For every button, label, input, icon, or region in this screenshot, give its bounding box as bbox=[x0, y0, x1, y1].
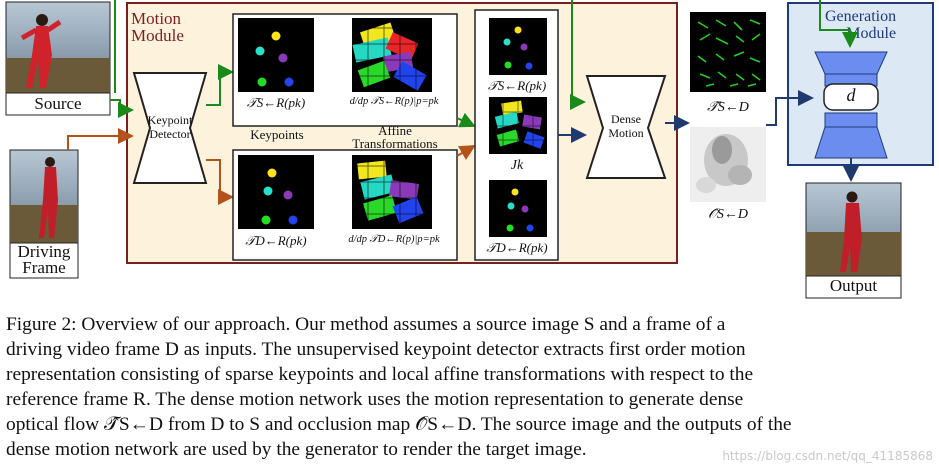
t-s-r-label: 𝒯S←R(pk) bbox=[246, 95, 306, 110]
keypoints-image-driving bbox=[238, 155, 314, 229]
arrow-source-to-generator bbox=[819, 0, 858, 48]
source-label-box bbox=[5, 92, 111, 116]
occlusion-label: 𝒪̂S←D bbox=[708, 207, 748, 222]
driving-label-box bbox=[9, 242, 79, 279]
output-label: Output bbox=[829, 276, 878, 295]
jk-label: Jk bbox=[510, 158, 524, 173]
deriv-d-label: d/dp 𝒯D←R(p)|p=pk bbox=[348, 234, 440, 245]
keypoints-mini-driving bbox=[489, 180, 547, 237]
deriv-s-label: d/dp 𝒯S←R(p)|p=pk bbox=[349, 96, 439, 107]
caption-line-5: optical flow 𝒯̂S←D from D to S and occlu… bbox=[6, 414, 792, 435]
arrow-outputs-to-generator bbox=[766, 90, 814, 126]
occlusion-image bbox=[690, 127, 766, 202]
t-s-r-right-label: 𝒯S←R(pk) bbox=[487, 78, 547, 93]
jacobian-image bbox=[489, 97, 547, 154]
d-label: d bbox=[846, 85, 856, 105]
deformation-block bbox=[823, 83, 879, 111]
caption-line-1: Figure 2: Overview of our approach. Our … bbox=[6, 314, 726, 335]
caption-line-2: driving video frame D as inputs. The uns… bbox=[6, 339, 746, 360]
t-d-r-right-label: 𝒯D←R(pk) bbox=[486, 240, 548, 255]
arrow-driving-to-detector bbox=[67, 128, 134, 150]
arrow-detector-to-lower bbox=[206, 159, 234, 205]
decoder-neck bbox=[824, 112, 878, 128]
arrow-source-to-dense-motion bbox=[570, 0, 586, 110]
keypoints-image-source bbox=[238, 18, 314, 92]
source-label: Source bbox=[34, 94, 82, 113]
keypoints-label: Keypoints bbox=[250, 127, 304, 142]
diagram-canvas bbox=[5, 0, 902, 299]
affine-image-source bbox=[352, 18, 432, 92]
caption-line-4: reference frame R. The dense motion netw… bbox=[6, 389, 744, 410]
flow-image bbox=[690, 12, 766, 92]
affine-label: Affine Transformations bbox=[352, 123, 438, 151]
encoder-shape bbox=[814, 51, 888, 75]
dense-motion-label: Dense Motion bbox=[608, 112, 644, 140]
dense-motion-shape bbox=[585, 75, 667, 179]
keypoint-detector-label: Keypoint Detector bbox=[147, 113, 193, 141]
source-image bbox=[5, 1, 111, 94]
generation-module-title: Generation Module bbox=[825, 8, 897, 42]
caption-line-6: dense motion network are used by the gen… bbox=[6, 439, 587, 460]
driving-image bbox=[9, 149, 79, 244]
arrow-lower-to-jk bbox=[456, 144, 476, 160]
arrow-detector-to-upper bbox=[206, 64, 234, 106]
driving-label: Driving Frame bbox=[17, 242, 71, 277]
caption-line-3: representation consisting of sparse keyp… bbox=[6, 364, 754, 385]
arrow-upper-to-jk bbox=[456, 112, 476, 128]
flow-label: 𝒯̂S←D bbox=[707, 100, 749, 115]
output-label-box bbox=[805, 275, 902, 299]
keypoint-detector-shape bbox=[132, 72, 208, 184]
figure-caption: Figure 2: Overview of our approach. Our … bbox=[6, 312, 934, 462]
motion-module-title: Motion Module bbox=[131, 9, 184, 45]
t-d-r-label: 𝒯D←R(pk) bbox=[245, 233, 307, 248]
watermark: https://blog.csdn.net/qq_41185868 bbox=[722, 449, 933, 463]
keypoints-mini-source bbox=[489, 18, 547, 75]
decoder-shape bbox=[814, 126, 888, 159]
arrow-source-to-detector bbox=[110, 99, 134, 118]
affine-image-driving bbox=[352, 155, 432, 229]
output-image bbox=[805, 182, 902, 277]
